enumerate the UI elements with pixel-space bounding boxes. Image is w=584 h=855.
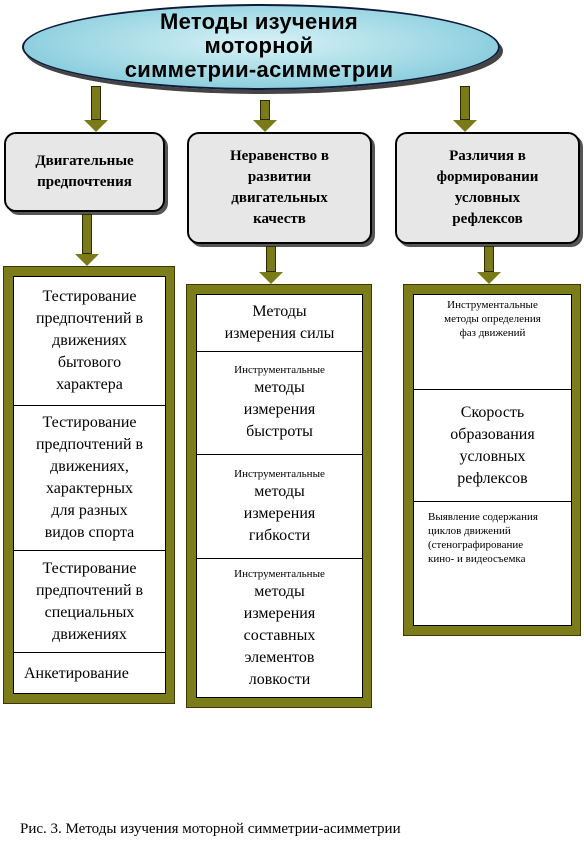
list-item: Выявление содержания циклов движений (ст… (414, 502, 571, 627)
arrow-title-to-cat2 (253, 100, 277, 132)
category-motor-qualities: Неравенство в развитии двигательных каче… (187, 132, 372, 244)
figure-caption: Рис. 3. Методы изучения моторной симметр… (20, 821, 401, 837)
list-item: Инструментальные методы определения фаз … (414, 295, 571, 390)
arrow-cat3-to-col3 (477, 246, 501, 284)
item-text: Скорость образования условных рефлексов (450, 403, 535, 487)
column3-frame: Инструментальные методы определения фаз … (403, 284, 581, 636)
diagram-title: Методы изучения моторной симметрии-асимм… (124, 9, 394, 82)
category-motor-preferences: Двигательные предпочтения (4, 132, 165, 212)
title-ellipse (22, 4, 500, 90)
list-item: Тестирование предпочтений в движениях, х… (14, 406, 165, 551)
item-text: методы измерения составных элементов лов… (243, 583, 316, 688)
arrow-cat2-to-col2 (259, 246, 283, 284)
list-item: Тестирование предпочтений в движениях бы… (14, 277, 165, 406)
category-conditioned-reflexes: Различия в формировании условных рефлекс… (395, 132, 580, 244)
column3-list: Инструментальные методы определения фаз … (413, 294, 572, 626)
column2-list: Методы измерения силы Инструментальные м… (196, 294, 363, 698)
list-item: Анкетирование (24, 665, 129, 682)
item-text: методы измерения гибкости (243, 482, 316, 544)
item-small-text: Инструментальные (234, 568, 325, 580)
item-small-text: Инструментальные (234, 364, 325, 376)
list-item: Инструментальные методы измерения состав… (197, 559, 362, 699)
list-item: Скорость образования условных рефлексов (414, 390, 571, 502)
column2-frame: Методы измерения силы Инструментальные м… (186, 284, 372, 708)
item-text: методы измерения быстроты (243, 379, 316, 440)
item-small-text: Выявление содержания циклов движений (ст… (428, 511, 538, 565)
item-small-text: Инструментальные методы определения фаз … (444, 299, 541, 339)
column1-frame: Тестирование предпочтений в движениях бы… (3, 266, 175, 704)
list-item: Тестирование предпочтений в специальных … (14, 551, 165, 653)
item-text: Методы измерения силы (224, 303, 335, 342)
arrow-title-to-cat3 (453, 86, 477, 132)
column1-list: Тестирование предпочтений в движениях бы… (13, 276, 166, 694)
arrow-title-to-cat1 (84, 86, 108, 132)
item-small-text: Инструментальные (234, 467, 325, 480)
list-item: Инструментальные методы измерения гибкос… (197, 455, 362, 559)
list-item: Методы измерения силы (197, 295, 362, 352)
arrow-cat1-to-col1 (75, 214, 99, 266)
list-item: Инструментальные методы измерения быстро… (197, 352, 362, 455)
